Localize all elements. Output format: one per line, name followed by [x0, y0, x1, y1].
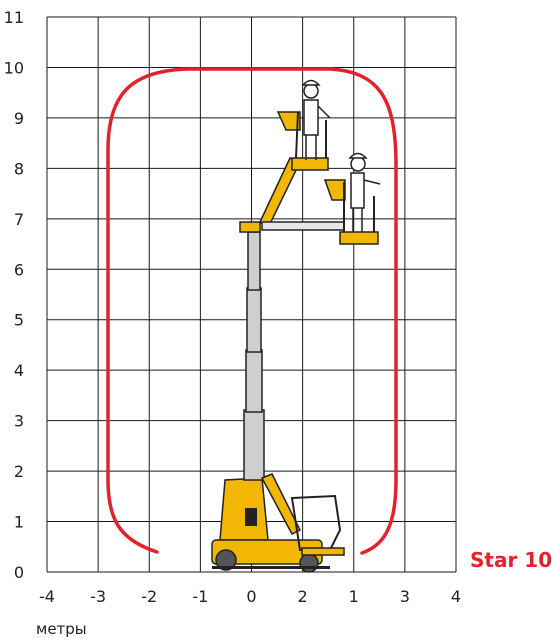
y-tick-label: 10 [4, 58, 24, 77]
platform-icon [276, 111, 329, 171]
x-tick-label: -1 [192, 587, 208, 606]
mast-lower [243, 409, 265, 481]
x-axis-ticks: -4 -3 -2 -1 0 2 1 3 4 [39, 587, 461, 606]
x-tick-label: 1 [349, 587, 359, 606]
x-tick-label: -4 [39, 587, 55, 606]
y-tick-label: 0 [14, 563, 24, 582]
x-tick-label: 2 [298, 587, 308, 606]
wheel [215, 549, 237, 571]
x-tick-label: 0 [246, 587, 256, 606]
mast-top [247, 231, 261, 291]
y-tick-label: 4 [14, 361, 24, 380]
mast-mid [245, 349, 263, 413]
machine-base [219, 477, 269, 541]
y-tick-label: 8 [14, 159, 24, 178]
y-tick-label: 2 [14, 462, 24, 481]
y-tick-label: 7 [14, 210, 24, 229]
wheel [299, 553, 319, 573]
lift-machine [211, 79, 381, 573]
horizontal-jib [261, 221, 345, 231]
y-tick-label: 11 [4, 8, 24, 27]
y-tick-label: 1 [14, 513, 24, 532]
mast-cap [239, 221, 261, 233]
lower-jib [260, 473, 302, 535]
y-axis-ticks: 0 1 2 3 4 5 6 7 8 9 10 11 [4, 8, 24, 582]
worker-icon [301, 79, 331, 160]
x-tick-label: 3 [400, 587, 410, 606]
platform-icon [323, 179, 379, 245]
y-tick-label: 6 [14, 260, 24, 279]
x-tick-label: -2 [141, 587, 157, 606]
control-box [245, 508, 257, 526]
x-tick-label: -3 [90, 587, 106, 606]
worker-icon [348, 152, 381, 232]
lower-platform-floor [301, 547, 345, 556]
model-label: Star 10 [470, 548, 552, 572]
ground-bar [212, 566, 330, 569]
mast-upper [246, 287, 262, 353]
axis-unit-label: метры [36, 620, 87, 638]
lower-platform [290, 494, 342, 551]
y-tick-label: 5 [14, 311, 24, 330]
x-tick-label: 4 [451, 587, 461, 606]
y-tick-label: 9 [14, 109, 24, 128]
working-envelope-curve [106, 67, 398, 555]
y-tick-label: 3 [14, 412, 24, 431]
